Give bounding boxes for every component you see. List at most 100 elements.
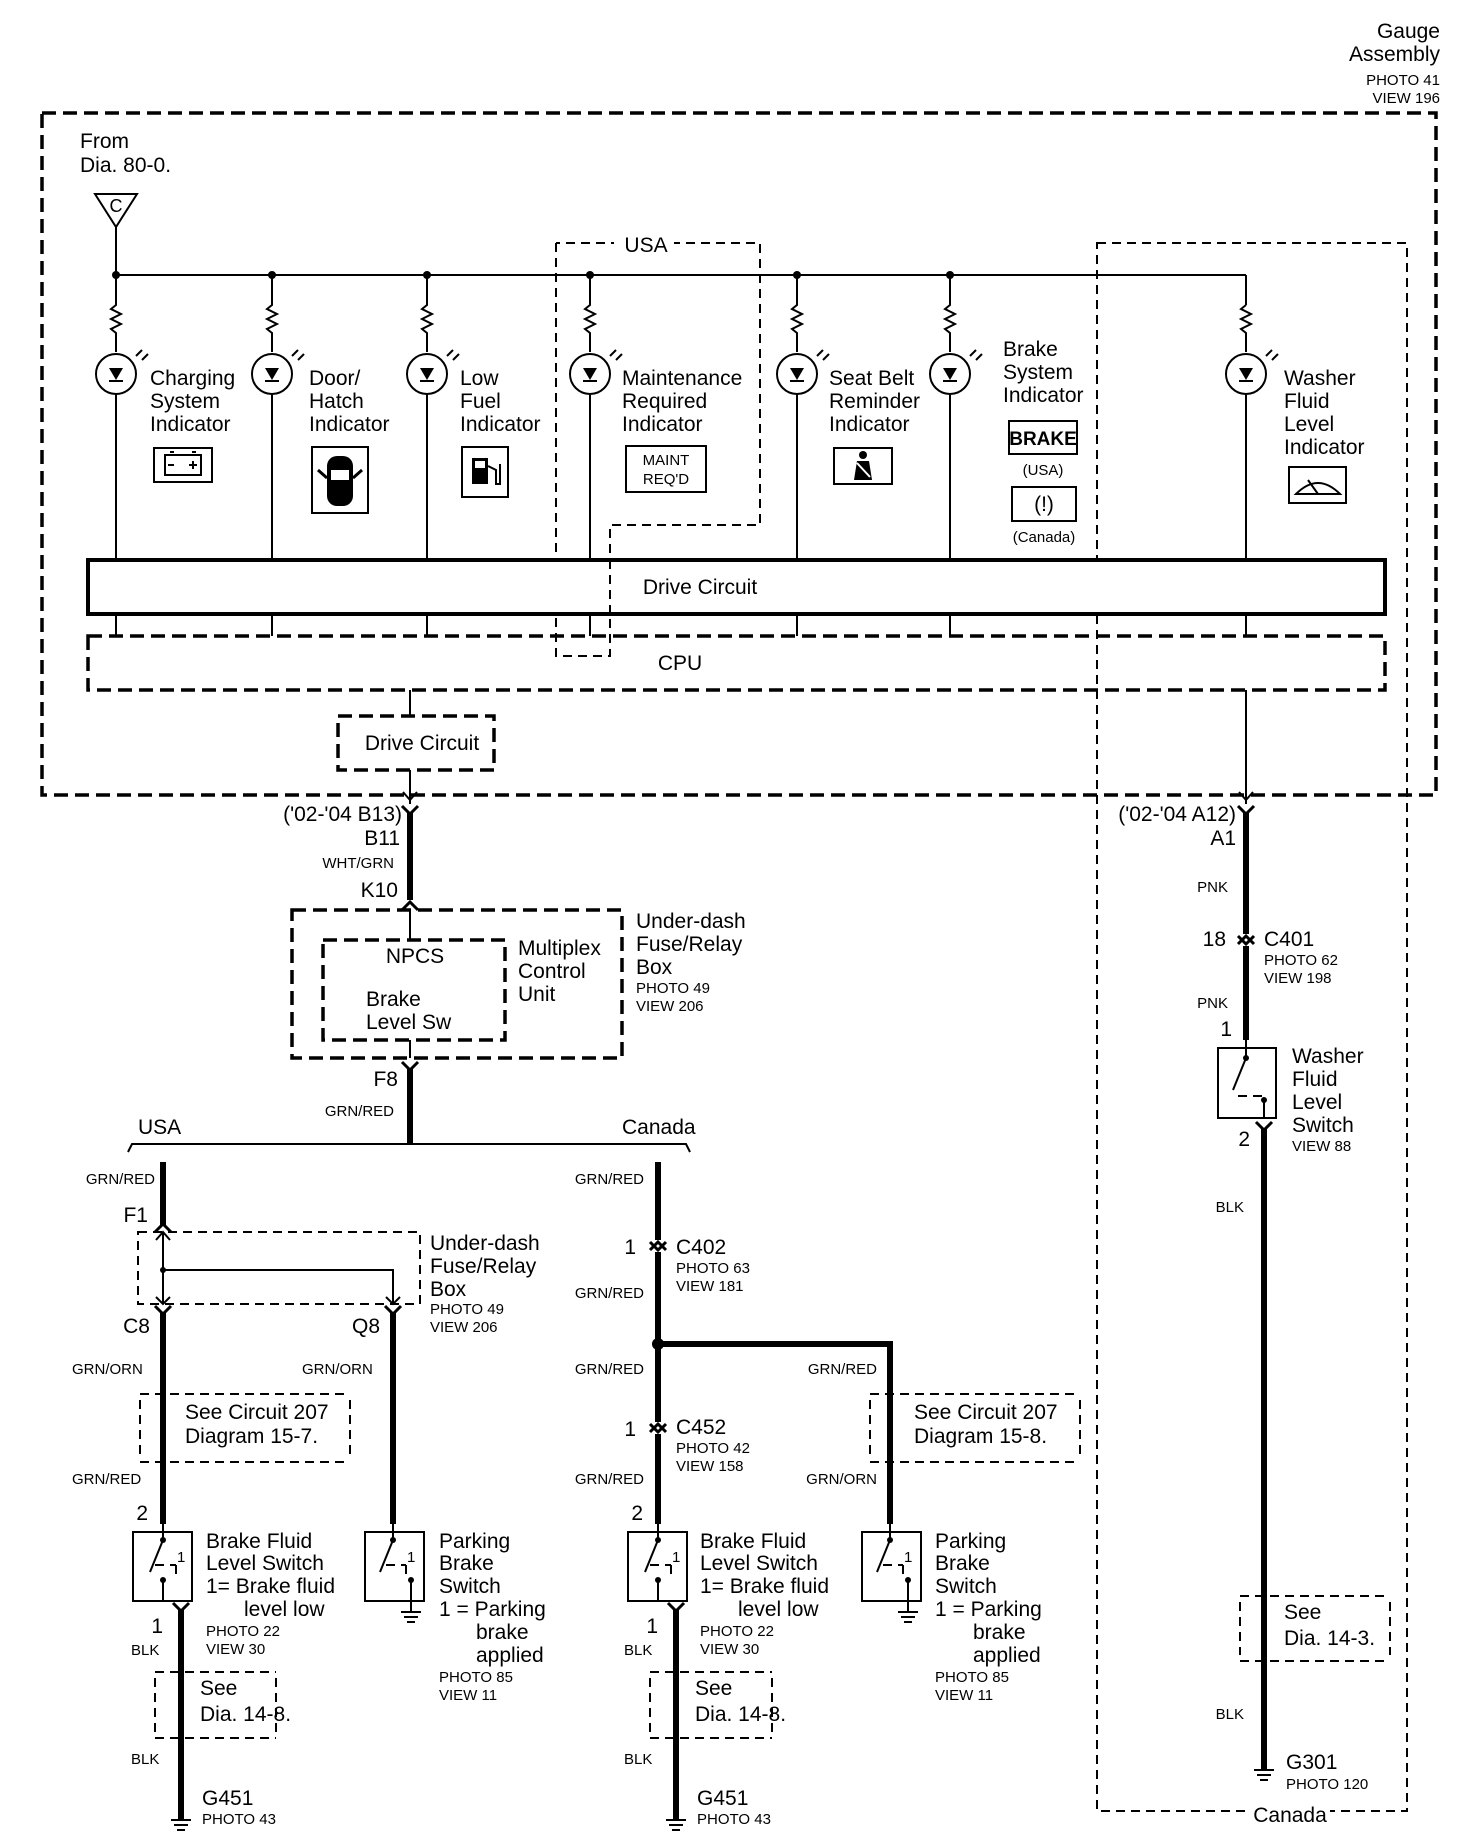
- can-bfls-label-3: 1= Brake fluid: [700, 1575, 829, 1598]
- gauge-view: VIEW 196: [1372, 90, 1440, 107]
- indicator-charging: [95, 271, 149, 560]
- seatbelt-label-2: Reminder: [829, 390, 920, 413]
- usa-group-outline: [555, 242, 761, 657]
- canada-group-outline: [1096, 242, 1408, 1812]
- usa-f1-label: F1: [123, 1204, 148, 1227]
- c452-pin: 1: [624, 1418, 636, 1441]
- can-pin1: 1: [646, 1615, 658, 1638]
- gauge-assembly-title: Gauge Assembly PHOTO 41 VIEW 196: [1349, 20, 1441, 107]
- can-blk-1: BLK: [624, 1642, 652, 1659]
- can-wire-grn-red-left2: GRN/RED: [575, 1361, 644, 1378]
- can-see-circuit-line1: See Circuit 207: [914, 1401, 1058, 1424]
- c402-pin: 1: [624, 1236, 636, 1259]
- seatbelt-icon: [833, 447, 893, 485]
- usa-wire-grn-red-top: GRN/RED: [86, 1171, 155, 1188]
- c452-view: VIEW 158: [676, 1458, 744, 1475]
- right-see-dia-14-3: See Dia. 14-3.: [1239, 1595, 1391, 1662]
- fuel-label-2: Fuel: [460, 390, 501, 413]
- can-pbs-label-4: 1 = Parking: [935, 1598, 1042, 1621]
- drive-to-cpu-links: [115, 614, 1247, 636]
- right-blk-1: BLK: [1216, 1199, 1244, 1216]
- can-ground-photo: PHOTO 43: [697, 1811, 771, 1828]
- charging-label-1: Charging: [150, 367, 235, 390]
- fuse-box-2-label-2: Fuse/Relay: [430, 1255, 537, 1278]
- can-pbs-label-2: Brake: [935, 1552, 990, 1575]
- indicator-seatbelt: [776, 271, 830, 560]
- c452-connector: [648, 1421, 668, 1435]
- brake-usa-badge: BRAKE: [1008, 420, 1078, 455]
- drive-circuit-2-label: Drive Circuit: [365, 732, 480, 755]
- washer-label-1: Washer: [1284, 367, 1356, 390]
- usa-ground-photo: PHOTO 43: [202, 1811, 276, 1828]
- can-see-circuit-line2: Diagram 15-8.: [914, 1425, 1047, 1448]
- source-connector-letter: C: [110, 196, 123, 216]
- c452-photo: PHOTO 42: [676, 1440, 750, 1457]
- washer-label-4: Indicator: [1284, 436, 1365, 459]
- c401-connector: [1236, 933, 1256, 947]
- fuel-label-1: Low: [460, 367, 499, 390]
- can-bfls-photo: PHOTO 22: [700, 1623, 774, 1640]
- usa-bfls-label-1: Brake Fluid: [206, 1530, 312, 1553]
- light-rays-icon: [291, 349, 305, 361]
- usa-group-label: USA: [624, 234, 667, 257]
- charging-label-2: System: [150, 390, 220, 413]
- light-rays-icon: [446, 349, 460, 361]
- indicator-drops: [95, 271, 1279, 560]
- usa-c8-label: C8: [123, 1315, 150, 1338]
- usa-pbs-label-3: Switch: [439, 1575, 501, 1598]
- split-usa-label: USA: [138, 1116, 181, 1139]
- light-rays-icon: [816, 349, 830, 361]
- can-bfls-view: VIEW 30: [700, 1641, 759, 1658]
- can-wire-grn-red-mid: GRN/RED: [575, 1285, 644, 1302]
- a12-note: ('02-'04 A12): [1118, 803, 1236, 826]
- maint-reqd-badge: MAINT REQ'D: [625, 445, 707, 493]
- can-pbs-view: VIEW 11: [935, 1687, 993, 1704]
- right-see-dia-line2: Dia. 14-3.: [1284, 1627, 1375, 1650]
- usa-pbs-view: VIEW 11: [439, 1687, 497, 1704]
- can-bfls-label-2: Level Switch: [700, 1552, 818, 1575]
- can-pbs-label-3: Switch: [935, 1575, 997, 1598]
- door-label-2: Hatch: [309, 390, 364, 413]
- usa-see-dia-line2: Dia. 14-8.: [200, 1703, 291, 1726]
- can-wire-grn-orn: GRN/ORN: [806, 1471, 877, 1488]
- light-rays-icon: [1265, 349, 1279, 361]
- gauge-photo: PHOTO 41: [1366, 72, 1440, 89]
- c401-view: VIEW 198: [1264, 970, 1332, 987]
- indicator-brake: [929, 271, 983, 560]
- c401-pin: 18: [1203, 928, 1226, 951]
- battery-icon: [153, 447, 213, 483]
- usa-pin2: 2: [136, 1502, 148, 1525]
- can-wire-grn-red-3: GRN/RED: [575, 1471, 644, 1488]
- can-see-dia-line2: Dia. 14-8.: [695, 1703, 786, 1726]
- usa-brake-fluid-switch-icon: 1: [132, 1524, 193, 1602]
- usa-bfls-view: VIEW 30: [206, 1641, 265, 1658]
- usa-parking-brake-switch-icon: 1: [364, 1524, 425, 1623]
- usa-see-dia-14-8: See Dia. 14-8.: [154, 1671, 291, 1739]
- fuse-box-2-photo: PHOTO 49: [430, 1301, 504, 1318]
- usa-ground-icon: [171, 1819, 191, 1831]
- brake-usa-note: (USA): [1023, 462, 1064, 479]
- charging-label-3: Indicator: [150, 413, 231, 436]
- mcu-label-2: Control: [518, 960, 586, 983]
- indicator-labels: Charging System Indicator Door/ Hatch In…: [150, 338, 1365, 459]
- usa-pbs-label-6: applied: [476, 1644, 544, 1667]
- brake-canada-badge-text: (!): [1034, 493, 1054, 516]
- usa-pbs-label-2: Brake: [439, 1552, 494, 1575]
- door-label-1: Door/: [309, 367, 361, 390]
- brake-canada-badge: (!): [1011, 486, 1077, 522]
- c402-view: VIEW 181: [676, 1278, 744, 1295]
- gauge-assembly-boundary: [40, 111, 1438, 797]
- usa-wire-grn-orn-right: GRN/ORN: [302, 1361, 373, 1378]
- usa-bfls-label-3: 1= Brake fluid: [206, 1575, 335, 1598]
- can-wire-grn-red-top: GRN/RED: [575, 1171, 644, 1188]
- can-ground-label: G451: [697, 1787, 748, 1810]
- c401-label: C401: [1264, 928, 1314, 951]
- usa-bfls-photo: PHOTO 22: [206, 1623, 280, 1640]
- can-pin2: 2: [631, 1502, 643, 1525]
- washer-level-switch-icon: [1217, 1040, 1277, 1119]
- underdash-fuse-box-1: [290, 908, 624, 1060]
- k10-label: K10: [361, 879, 398, 902]
- fuse-box-1-label-1: Under-dash: [636, 910, 746, 933]
- usa-see-circuit-line2: Diagram 15-7.: [185, 1425, 318, 1448]
- source-line2: Dia. 80-0.: [80, 154, 171, 177]
